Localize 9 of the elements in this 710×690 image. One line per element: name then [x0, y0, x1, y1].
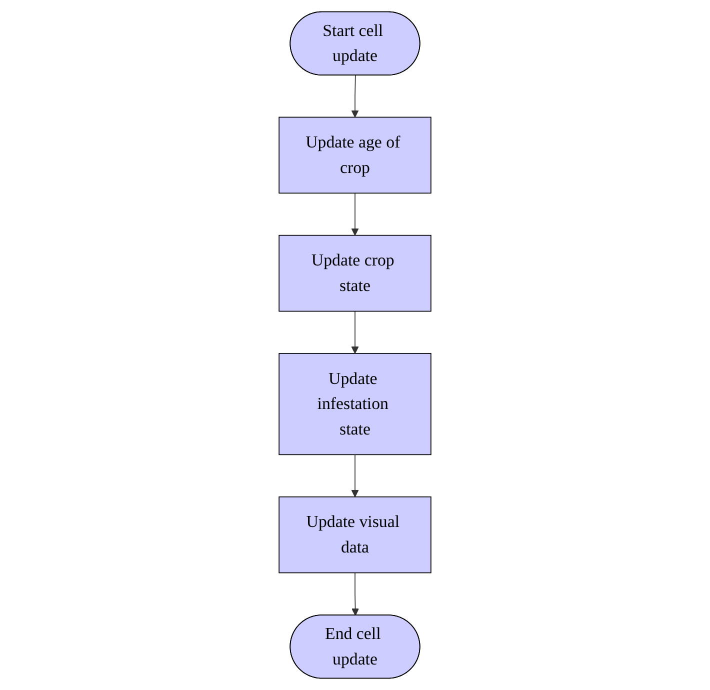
arrow — [351, 310, 359, 354]
node-box: Update crop state — [278, 234, 432, 312]
arrow — [351, 192, 359, 236]
node-box: Update age of crop — [278, 116, 432, 194]
node-box: Update visual data — [278, 496, 432, 574]
arrow — [351, 454, 359, 498]
arrow — [351, 75, 359, 118]
arrow — [352, 572, 359, 616]
node-box: Update infestation state — [278, 353, 432, 456]
